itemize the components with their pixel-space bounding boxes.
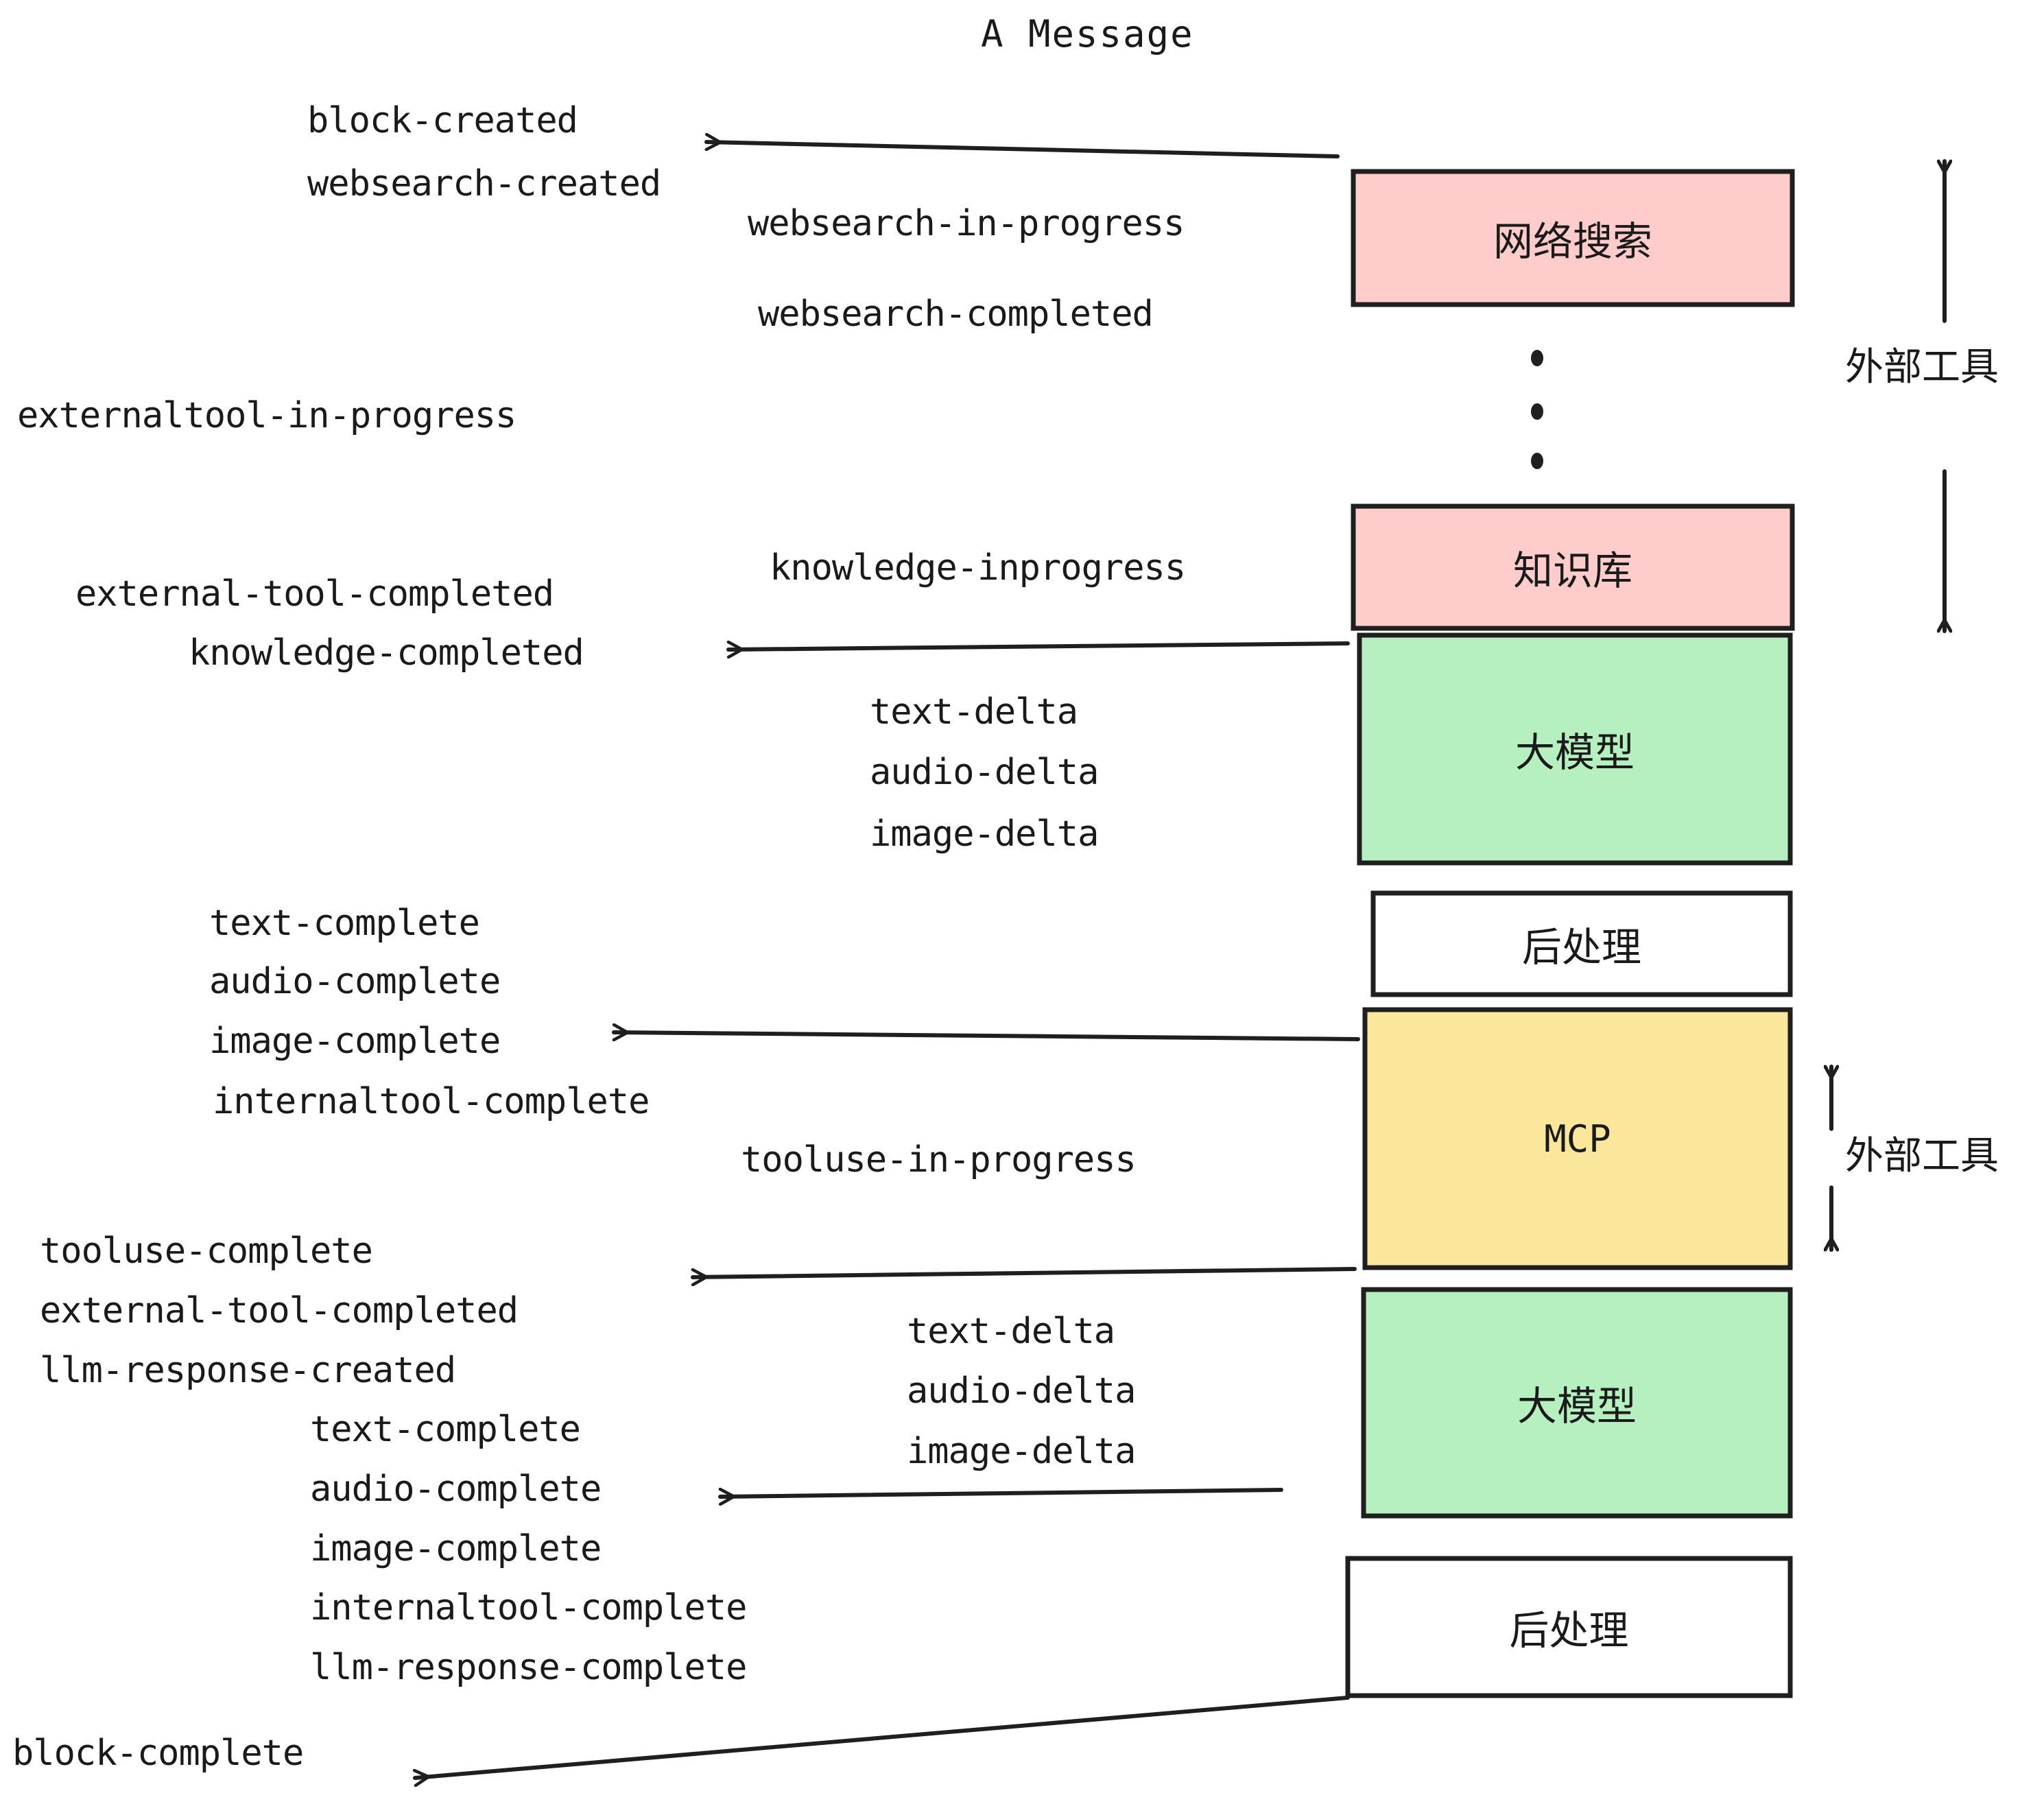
arrow-knowledge-to-knowledge-completed <box>726 643 1350 650</box>
page-title: A Message <box>981 12 1194 56</box>
box-label-post-2: 后处理 <box>1509 1607 1629 1654</box>
event-label: image-complete <box>310 1528 602 1569</box>
event-label: internaltool-complete <box>213 1081 650 1122</box>
event-label: knowledge-inprogress <box>770 547 1186 589</box>
process-box-post-1 <box>1370 890 1793 997</box>
group-label-external-tools: 外部工具 <box>1845 1134 1999 1178</box>
ellipsis-dot-icon <box>1531 350 1543 366</box>
event-label: external-tool-completed <box>75 573 554 615</box>
event-label: externaltool-in-progress <box>17 395 516 436</box>
event-label: image-delta <box>870 814 1099 855</box>
event-label: tooluse-in-progress <box>741 1139 1137 1180</box>
box-label-post-1: 后处理 <box>1521 924 1641 971</box>
event-label: block-created <box>307 100 578 141</box>
group-brackets-group <box>1831 159 1945 1252</box>
event-label: audio-complete <box>310 1469 602 1510</box>
event-label: llm-response-created <box>40 1350 456 1391</box>
process-box-llm-1 <box>1357 632 1793 866</box>
box-label-websearch: 网络搜索 <box>1493 218 1652 265</box>
process-box-llm-2 <box>1361 1287 1793 1519</box>
event-label: text-delta <box>870 691 1078 733</box>
event-label: websearch-completed <box>758 294 1154 335</box>
event-label: audio-delta <box>907 1370 1136 1412</box>
event-label: websearch-created <box>307 163 661 204</box>
event-label: external-tool-completed <box>40 1290 519 1331</box>
box-label-llm-1: 大模型 <box>1514 729 1635 776</box>
arrow-mcp-to-tooluse-complete <box>691 1267 1357 1277</box>
event-label: audio-complete <box>209 961 501 1002</box>
arrow-post2-to-block-complete <box>415 1696 1350 1778</box>
event-label: text-complete <box>209 903 480 944</box>
event-label: websearch-in-progress <box>748 203 1185 244</box>
flow-arrows-group <box>415 142 1360 1778</box>
event-label: audio-delta <box>870 752 1099 793</box>
ellipsis-dot-icon <box>1531 403 1543 420</box>
event-label: internaltool-complete <box>310 1587 747 1628</box>
box-label-llm-2: 大模型 <box>1517 1383 1637 1429</box>
event-label: block-complete <box>12 1733 304 1774</box>
process-box-knowledge <box>1351 503 1795 631</box>
group-label-external-tools: 外部工具 <box>1845 345 1999 390</box>
process-box-websearch <box>1351 169 1795 307</box>
ellipsis-dot-icon <box>1531 453 1543 469</box>
event-label: tooluse-complete <box>40 1231 373 1272</box>
event-label: knowledge-completed <box>189 632 584 674</box>
process-box-post-2 <box>1345 1556 1793 1698</box>
event-label: text-complete <box>310 1409 581 1450</box>
event-label: text-delta <box>907 1311 1115 1352</box>
event-label: image-complete <box>209 1021 501 1062</box>
event-label: image-delta <box>907 1431 1136 1472</box>
event-label: llm-response-complete <box>310 1647 747 1688</box>
arrow-websearch-to-block-created <box>704 142 1340 158</box>
process-boxes-group <box>1345 169 1795 1698</box>
box-label-mcp: MCP <box>1544 1117 1611 1161</box>
box-label-knowledge: 知识库 <box>1512 547 1632 594</box>
arrow-post1-to-image-complete <box>612 1032 1360 1039</box>
process-box-mcp <box>1362 1007 1793 1270</box>
arrow-llm2-to-audio-complete <box>718 1490 1283 1497</box>
